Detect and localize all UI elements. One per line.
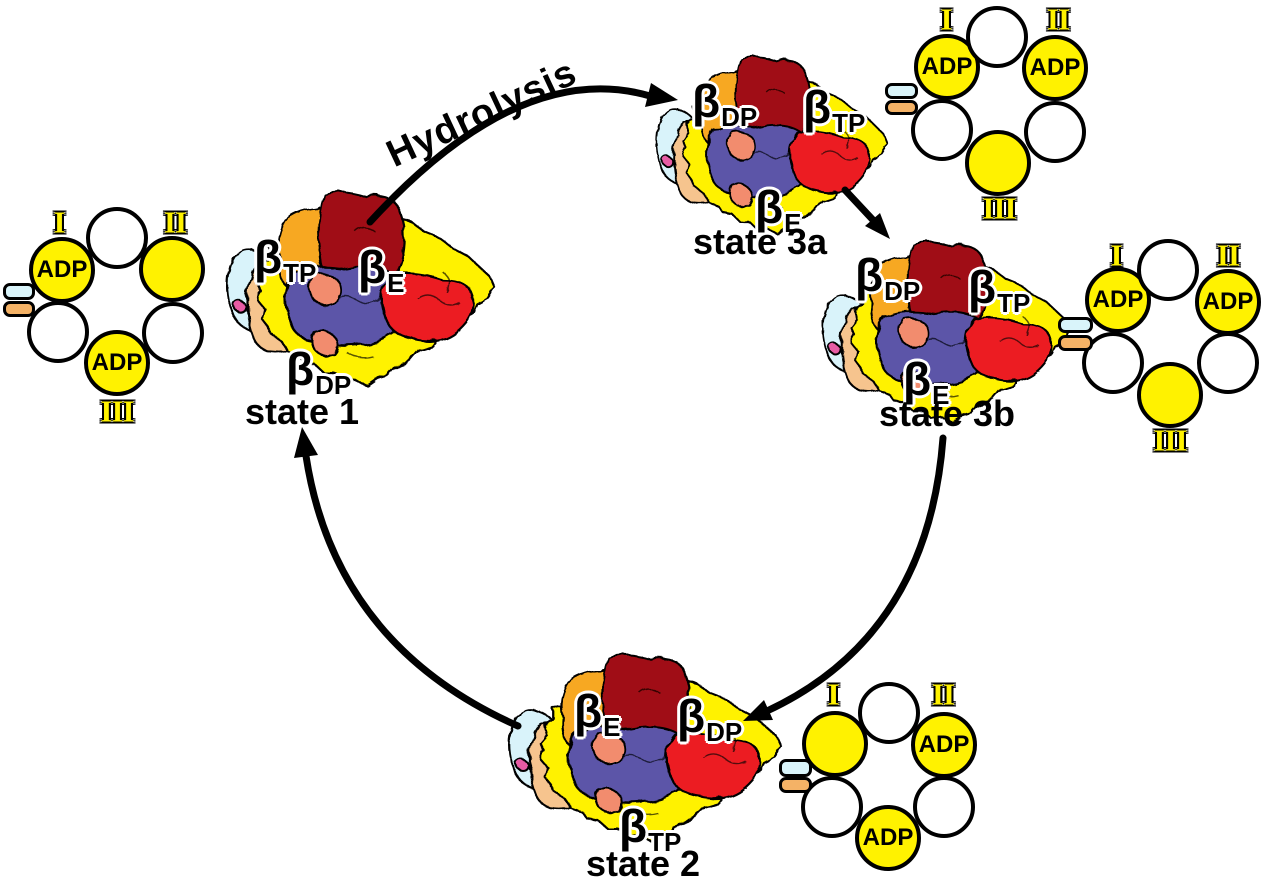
beta-dp-label-state3a: βDP bbox=[692, 75, 758, 132]
numeral-III: III bbox=[100, 393, 134, 429]
site-circle-top bbox=[1137, 239, 1199, 301]
site-circle-lower-right bbox=[142, 302, 204, 364]
beta-tp-label-state2: βTP bbox=[619, 800, 682, 857]
beta-dp-label-state3b: βDP bbox=[855, 249, 921, 306]
numeral-I: I bbox=[53, 204, 65, 240]
site-circle-III bbox=[965, 130, 1031, 196]
beta-e-label-state1: βE bbox=[358, 241, 405, 298]
orange-tag bbox=[1058, 335, 1093, 351]
numeral-III: III bbox=[1153, 422, 1187, 458]
site-circle-III: ADP bbox=[855, 805, 921, 871]
numeral-I: I bbox=[1110, 237, 1122, 273]
numeral-I: I bbox=[940, 1, 952, 37]
site-circle-lower-left bbox=[911, 99, 973, 161]
beta-tp-label-state1: βTP bbox=[254, 231, 317, 288]
arrow-state3b-to-state2 bbox=[743, 434, 947, 721]
orange-tag bbox=[3, 301, 35, 317]
site-circle-II: ADP bbox=[1022, 35, 1088, 101]
state1-label: state 1 bbox=[244, 391, 360, 432]
site-circle-II: ADP bbox=[1195, 269, 1261, 335]
arrow-hydrolysis-state1-to-state3a bbox=[366, 83, 678, 226]
state3a-label: state 3a bbox=[692, 221, 828, 262]
beta-tp-label-state3b: βTP bbox=[968, 261, 1031, 318]
orange-tag bbox=[779, 777, 812, 793]
numeral-II: II bbox=[1046, 1, 1070, 37]
arrow-state2-to-state1 bbox=[294, 427, 522, 730]
numeral-I: I bbox=[827, 676, 839, 712]
state3b-label: state 3b bbox=[878, 393, 1016, 434]
beta-e-label-state3b: βE bbox=[903, 353, 950, 410]
site-circle-I: ADP bbox=[29, 237, 95, 303]
site-circle-III bbox=[1137, 362, 1203, 428]
site-circle-I bbox=[802, 711, 868, 777]
site-circle-top bbox=[858, 682, 920, 744]
numeral-II: II bbox=[163, 204, 187, 240]
numeral-II: II bbox=[1216, 237, 1240, 273]
numeral-II: II bbox=[931, 676, 955, 712]
site-circle-III: ADP bbox=[84, 330, 150, 396]
site-circle-lower-right bbox=[1024, 101, 1086, 163]
site-circle-II bbox=[139, 236, 205, 302]
site-circle-top bbox=[966, 6, 1028, 68]
beta-e-label-state3a: βE bbox=[755, 181, 802, 238]
beta-e-label-state2: βE bbox=[574, 685, 621, 742]
beta-dp-label-state2: βDP bbox=[677, 690, 743, 747]
site-circle-lower-left bbox=[1082, 332, 1144, 394]
site-circle-lower-left bbox=[27, 301, 89, 363]
site-circle-top bbox=[86, 207, 148, 269]
orange-tag bbox=[885, 100, 918, 115]
cyan-tag bbox=[1058, 317, 1093, 333]
cyan-tag bbox=[779, 759, 812, 777]
arrow-state3a-to-state3b bbox=[841, 186, 890, 239]
site-circle-lower-right bbox=[1197, 332, 1259, 394]
beta-tp-label-state3a: βTP bbox=[803, 81, 866, 138]
cyan-tag bbox=[3, 283, 35, 300]
site-circle-lower-right bbox=[913, 776, 975, 838]
cyan-tag bbox=[885, 83, 918, 99]
numeral-III: III bbox=[982, 190, 1016, 226]
beta-dp-label-state1: βDP bbox=[286, 343, 352, 400]
state2-label: state 2 bbox=[585, 843, 701, 884]
site-circle-II: ADP bbox=[911, 712, 977, 778]
